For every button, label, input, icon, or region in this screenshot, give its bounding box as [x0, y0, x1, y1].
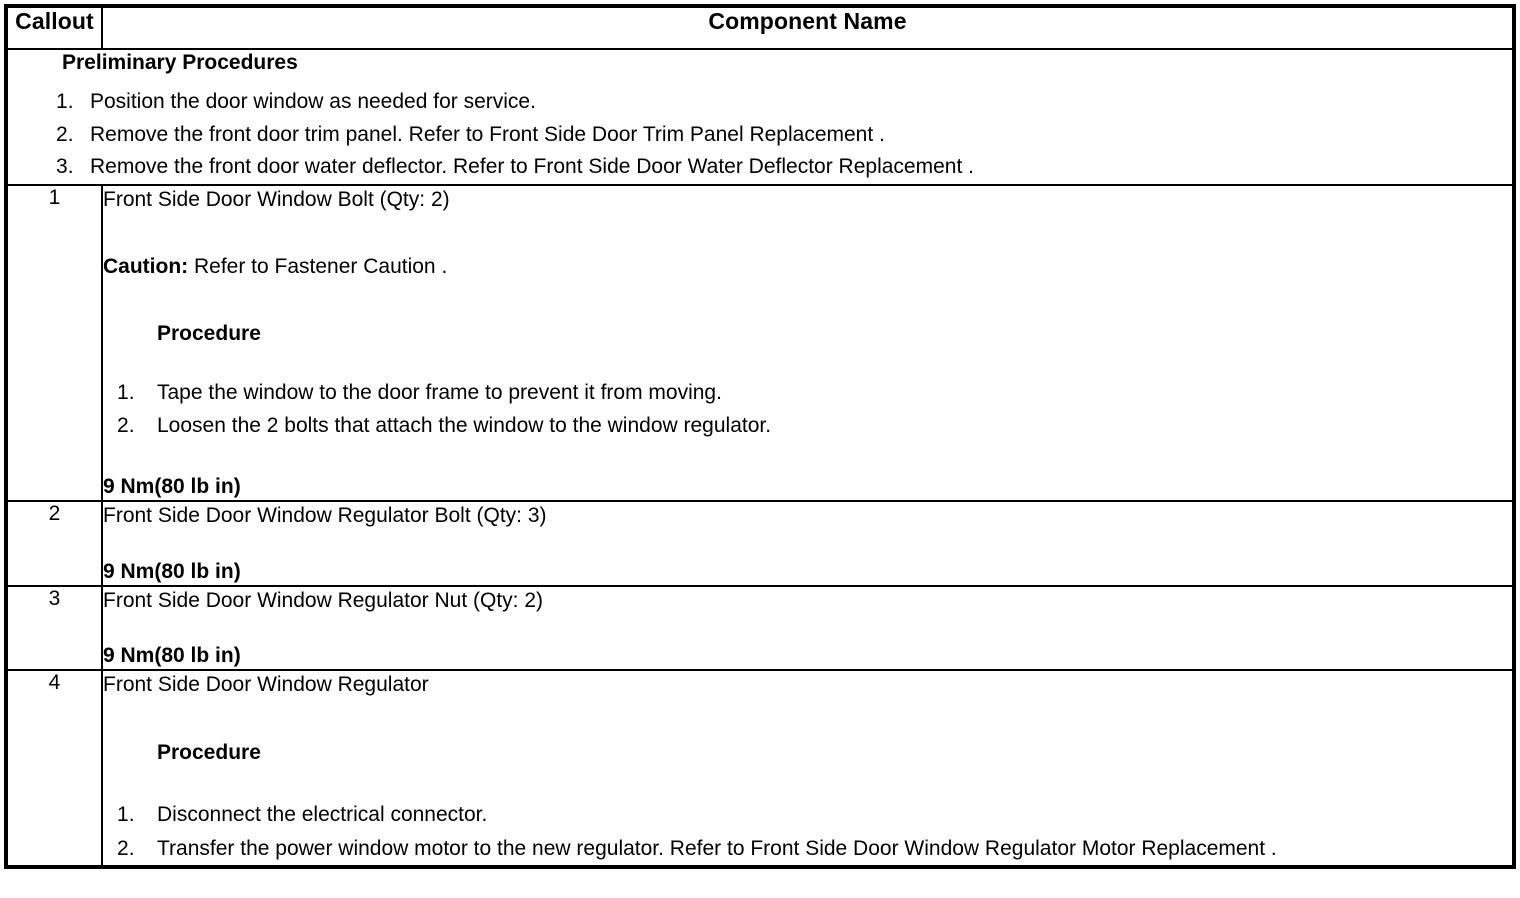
table-row: 1 Front Side Door Window Bolt (Qty: 2) C…	[5, 183, 1515, 503]
list-item: Remove the front door water deflector. R…	[56, 151, 974, 183]
list-item: Position the door window as needed for s…	[56, 86, 536, 118]
caution-label: Caution:	[103, 255, 189, 279]
table-row: 3 Front Side Door Window Regulator Nut (…	[5, 584, 1515, 672]
list-item: Loosen the 2 bolts that attach the windo…	[117, 409, 772, 442]
caution-text: Refer to Fastener Caution .	[188, 255, 448, 279]
column-header-component-name: Component Name	[101, 5, 1515, 50]
list-item: Transfer the power window motor to the n…	[117, 832, 1277, 865]
table-row: 4 Front Side Door Window Regulator Proce…	[5, 669, 1515, 869]
component-name-text: Front Side Door Window Regulator Nut (Qt…	[103, 588, 543, 612]
service-procedure-table: Callout Component Name Preliminary Proce…	[4, 4, 1516, 870]
document-page: Callout Component Name Preliminary Proce…	[0, 4, 1520, 898]
table-header-row: Callout Component Name	[5, 5, 1515, 50]
torque-spec: 9 Nm(80 lb in)	[103, 644, 241, 668]
list-item: Disconnect the electrical connector.	[117, 798, 488, 831]
preliminary-procedures-list: Position the door window as needed for s…	[8, 86, 1512, 184]
component-name-text: Front Side Door Window Bolt (Qty: 2)	[103, 187, 450, 211]
callout-number: 4	[5, 669, 103, 869]
component-cell: Front Side Door Window Regulator Bolt (Q…	[101, 500, 1515, 587]
table-header: Callout Component Name	[5, 5, 1515, 50]
preliminary-procedures-cell: Preliminary Procedures Position the door…	[5, 48, 1515, 186]
component-name-text: Front Side Door Window Regulator	[103, 673, 429, 697]
component-cell: Front Side Door Window Regulator Procedu…	[101, 669, 1515, 869]
procedure-list: Tape the window to the door frame to pre…	[103, 376, 1512, 443]
callout-number: 2	[5, 500, 103, 587]
column-header-callout: Callout	[5, 5, 103, 50]
preliminary-procedures-row: Preliminary Procedures Position the door…	[5, 48, 1515, 186]
procedure-list: Disconnect the electrical connector. Tra…	[103, 798, 1512, 865]
list-item: Remove the front door trim panel. Refer …	[56, 119, 885, 151]
procedure-title: Procedure	[157, 322, 261, 346]
callout-number: 3	[5, 584, 103, 672]
list-item: Tape the window to the door frame to pre…	[117, 376, 722, 409]
table-row: 2 Front Side Door Window Regulator Bolt …	[5, 500, 1515, 587]
procedure-title: Procedure	[157, 740, 261, 764]
component-cell: Front Side Door Window Bolt (Qty: 2) Cau…	[101, 183, 1515, 503]
torque-spec: 9 Nm(80 lb in)	[103, 474, 241, 498]
component-cell: Front Side Door Window Regulator Nut (Qt…	[101, 584, 1515, 672]
caution-note: Caution: Refer to Fastener Caution .	[103, 253, 1512, 280]
callout-number: 1	[5, 183, 103, 503]
torque-spec: 9 Nm(80 lb in)	[103, 559, 241, 583]
table-body: Preliminary Procedures Position the door…	[5, 48, 1515, 869]
preliminary-procedures-title: Preliminary Procedures	[62, 51, 298, 74]
component-name-text: Front Side Door Window Regulator Bolt (Q…	[103, 504, 547, 528]
